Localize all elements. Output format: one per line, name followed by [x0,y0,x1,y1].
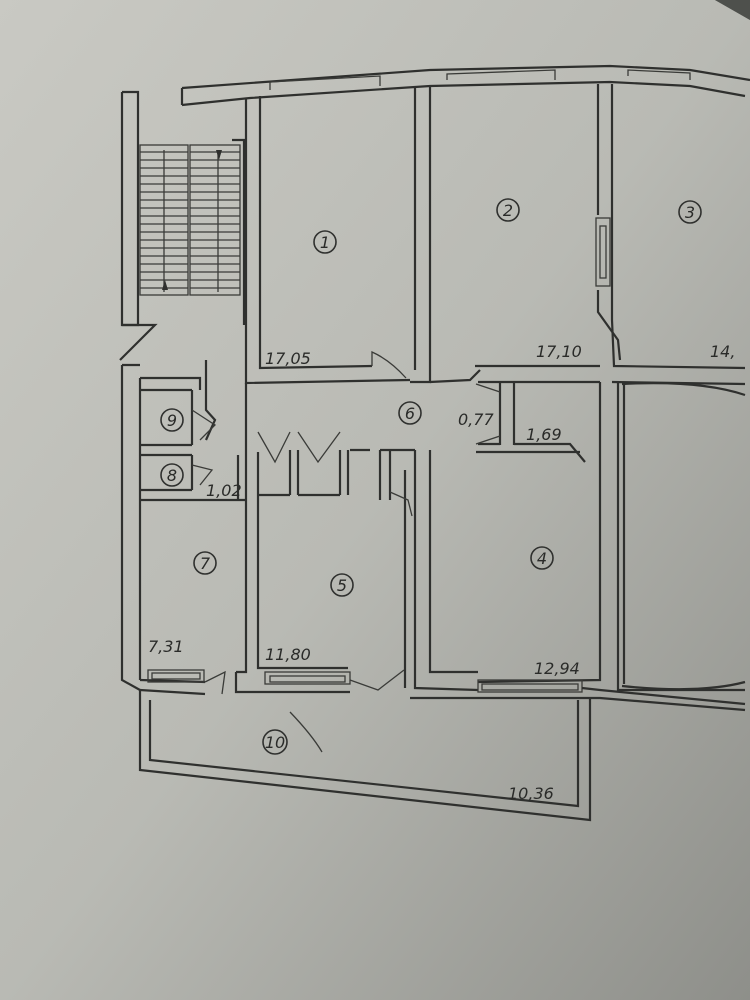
closet-area-b: 1,69 [526,425,562,444]
room-5-area: 11,80 [265,645,311,664]
room-2 [429,84,622,384]
room-2-number: 2 [503,201,513,220]
room-1-number: 1 [320,233,330,252]
room-9-number: 9 [167,411,177,430]
room-5 [234,431,415,694]
room-1-area: 17,05 [265,349,311,368]
outer-walls [119,64,750,696]
room-4-number: 4 [537,549,547,568]
staircase [139,144,241,296]
small-area-c: 1,02 [206,481,242,500]
room-10-number: 10 [265,733,285,752]
room-3-area: 14, [710,342,735,361]
paper-edge-shadow [715,0,750,20]
room-3-number: 3 [685,203,695,222]
room-8-number: 8 [167,466,177,485]
closet-area-a: 0,77 [458,410,494,429]
room-4-area: 12,94 [534,659,580,678]
room-labels: 1 17,05 2 17,10 3 14, 4 12,94 5 11,80 6 … [148,198,735,803]
closets [475,382,586,463]
room-4 [410,382,746,712]
room-7-number: 7 [200,554,211,573]
room-10-balcony [138,690,592,822]
room-2-area: 17,10 [536,342,582,361]
room-10-area: 10,36 [508,784,554,803]
rooms-7-8-9 [140,360,248,695]
room-6-number: 6 [405,404,415,423]
room-7-area: 7,31 [148,637,184,656]
room-5-number: 5 [337,576,347,595]
